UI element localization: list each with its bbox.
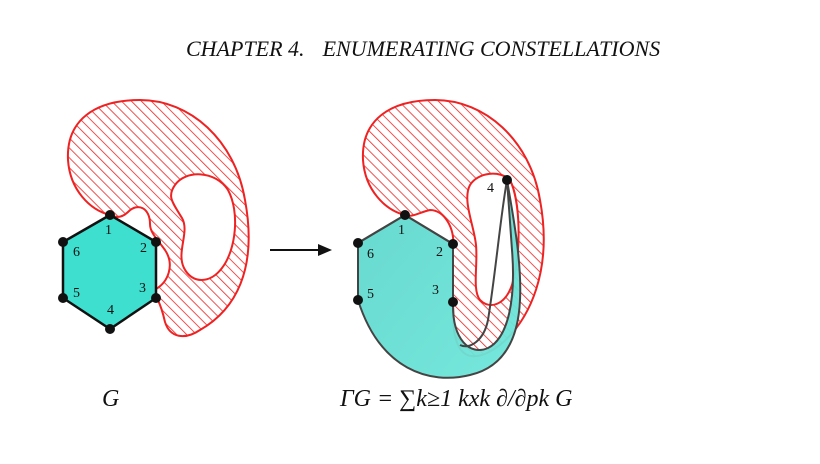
left-vertex-4 bbox=[105, 324, 115, 334]
right-label-6: 6 bbox=[367, 247, 374, 262]
right-label-4: 4 bbox=[487, 181, 494, 196]
left-vertex-5 bbox=[58, 293, 68, 303]
right-vertex-5 bbox=[353, 295, 363, 305]
left-vertex-3 bbox=[151, 293, 161, 303]
right-vertex-1 bbox=[400, 210, 410, 220]
right-teal-face bbox=[357, 179, 522, 379]
right-vertex-6 bbox=[353, 238, 363, 248]
right-label-1: 1 bbox=[398, 223, 405, 238]
left-vertex-2 bbox=[151, 237, 161, 247]
left-label-3: 3 bbox=[139, 281, 146, 296]
right-label-2: 2 bbox=[436, 245, 443, 260]
left-vertex-1 bbox=[105, 210, 115, 220]
chapter-title: ENUMERATING CONSTELLATIONS bbox=[322, 36, 661, 61]
right-label-5: 5 bbox=[367, 287, 374, 302]
left-label-5: 5 bbox=[73, 286, 80, 301]
right-vertex-2 bbox=[448, 239, 458, 249]
left-vertex-6 bbox=[58, 237, 68, 247]
right-ribbon-overlay bbox=[459, 179, 508, 348]
left-label-2: 2 bbox=[140, 241, 147, 256]
left-label-6: 6 bbox=[73, 245, 80, 260]
right-figure: 1 2 3 4 5 6 bbox=[353, 98, 545, 379]
chapter-number: CHAPTER 4. bbox=[186, 36, 305, 61]
left-figure: 1 2 3 4 5 6 bbox=[58, 98, 250, 338]
left-label-1: 1 bbox=[105, 223, 112, 238]
left-white-hole bbox=[170, 173, 237, 281]
right-hexagon-edges bbox=[357, 213, 454, 300]
right-vertex-3 bbox=[448, 297, 458, 307]
page-header: CHAPTER 4. ENUMERATING CONSTELLATIONS bbox=[186, 36, 762, 62]
left-label-4: 4 bbox=[107, 303, 114, 318]
right-vertex-4 bbox=[502, 175, 512, 185]
right-label-3: 3 bbox=[432, 283, 439, 298]
right-caption: ΓG = ∑k≥1 kxk ∂/∂pk G bbox=[340, 386, 573, 412]
left-caption: G bbox=[102, 386, 120, 412]
transform-arrow bbox=[270, 244, 332, 256]
